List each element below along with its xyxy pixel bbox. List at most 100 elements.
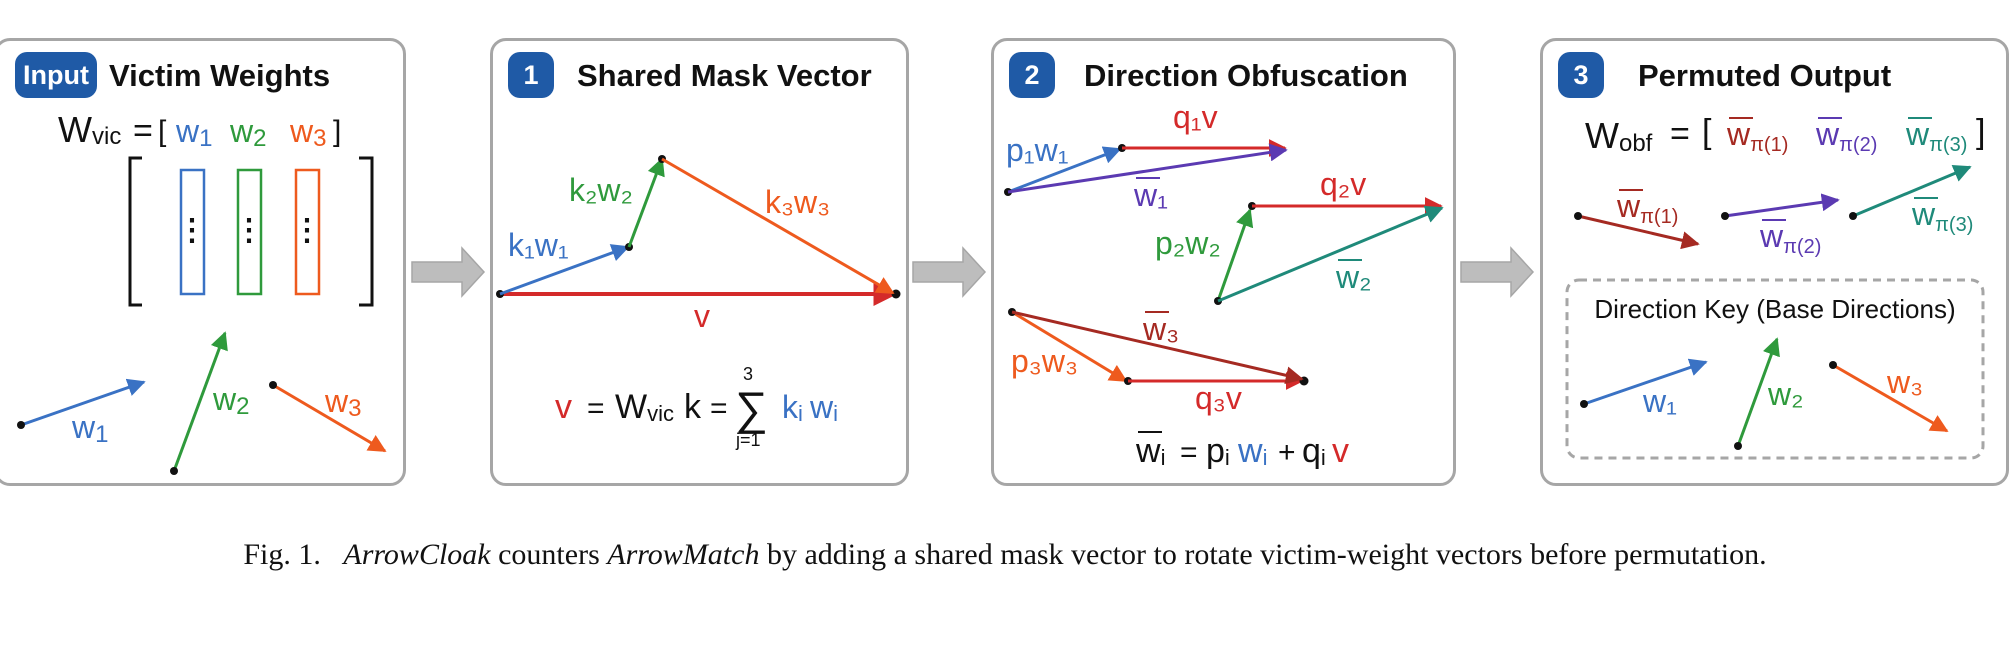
- obf-eq-q: qi: [1302, 432, 1326, 470]
- label-wbar-pi3: wπ(3): [1911, 196, 1973, 236]
- out-eq-equals: =: [1670, 115, 1690, 153]
- panel-title: Victim Weights: [109, 58, 331, 93]
- key-vector-w3: [1832, 363, 1949, 433]
- label-wbar-pi2: wπ(2): [1759, 218, 1821, 258]
- label-q2v: q₂v: [1320, 166, 1366, 202]
- matrix-column-w2: [236, 168, 263, 296]
- mask-eq-ki: ki: [782, 389, 803, 426]
- input-eq-w3: w3: [289, 113, 326, 152]
- mask-eq-v: v: [555, 388, 572, 426]
- obf-eq-lhs: wi: [1135, 432, 1165, 470]
- key-label-w2: w₂: [1767, 376, 1804, 412]
- key-label-w1: w₁: [1642, 383, 1677, 419]
- caption-name-arrowcloak: ArrowCloak: [343, 538, 491, 571]
- direction-key-box: [1565, 278, 1985, 460]
- vector-k2w2: [627, 157, 665, 248]
- arrow-right-icon: [1460, 246, 1535, 298]
- label-wbar2: w₂: [1335, 259, 1372, 295]
- key-label-w3: w₃: [1886, 364, 1923, 400]
- input-eq-lhs: Wvic: [58, 109, 121, 150]
- mask-eq-sum: ∑: [735, 382, 768, 434]
- label-p3w3: p₃w₃: [1011, 343, 1078, 379]
- label-w2: w2: [212, 381, 249, 420]
- matrix-right-bracket: [359, 156, 374, 307]
- vector-wbar1: [1007, 143, 1288, 194]
- direction-key-title: Direction Key (Base Directions): [1594, 294, 1955, 324]
- label-p1w1: p₁w₁: [1006, 132, 1069, 168]
- mask-eq-equals-2: =: [710, 392, 728, 425]
- label-p2w2: p₂w₂: [1155, 225, 1221, 261]
- column-dots: ⋮: [234, 214, 264, 247]
- label-k3w3: k₃w₃: [765, 184, 830, 220]
- vector-wbar-pi3: [1852, 164, 1972, 218]
- obf-eq-w: wi: [1237, 432, 1267, 470]
- input-eq-w1: w1: [175, 113, 212, 152]
- input-eq-close-bracket: ]: [333, 115, 341, 148]
- figure-caption: Fig. 1. ArrowCloak counters ArrowMatch b…: [0, 538, 2010, 572]
- label-k2w2: k₂w₂: [569, 172, 633, 208]
- panel-input: Input Victim Weights: [0, 38, 406, 486]
- mask-eq-k: k: [684, 388, 702, 426]
- out-eq-close-bracket: ]: [1976, 113, 1985, 151]
- panel-title: Direction Obfuscation: [1084, 58, 1408, 93]
- key-vector-w1: [1583, 358, 1708, 406]
- panel-title: Shared Mask Vector: [577, 58, 872, 93]
- panel-output: 3 Permuted Output: [1540, 38, 2009, 486]
- arrow-right-icon: [912, 246, 987, 298]
- mask-eq-wi: wi: [809, 389, 838, 426]
- vector-p3w3: [1011, 310, 1128, 383]
- vector-k3w3: [661, 157, 895, 295]
- obf-eq-p: pi: [1206, 432, 1230, 470]
- panel-badge: 2: [1009, 52, 1055, 98]
- mask-eq-sum-bottom: j=1: [735, 430, 761, 450]
- mask-eq-W: Wvic: [615, 388, 674, 426]
- vector-w3: [272, 383, 387, 453]
- panel-title: Permuted Output: [1638, 58, 1892, 93]
- vector-w1: [20, 378, 146, 427]
- panel-badge: 3: [1558, 52, 1604, 98]
- label-v: v: [694, 298, 710, 334]
- out-eq-w3: wπ(3): [1905, 116, 1967, 156]
- label-wbar-pi1: wπ(1): [1616, 188, 1678, 228]
- vector-w2: [172, 331, 228, 472]
- label-w3: w3: [324, 383, 361, 422]
- label-k1w1: k₁w₁: [508, 227, 569, 263]
- vector-wbar3: [1011, 310, 1304, 385]
- key-vector-w2: [1736, 337, 1780, 447]
- panel-badge: 1: [508, 52, 554, 98]
- vector-wbar-pi1: [1577, 214, 1700, 250]
- vector-p1w1: [1007, 146, 1122, 194]
- column-dots: ⋮: [177, 214, 207, 247]
- out-eq-open-bracket: [: [1702, 113, 1712, 151]
- caption-prefix: Fig. 1.: [243, 538, 321, 571]
- vector-k1w1: [499, 244, 630, 296]
- input-eq-w2: w2: [229, 113, 266, 152]
- column-dots: ⋮: [292, 214, 322, 247]
- label-wbar1: w₁: [1133, 177, 1168, 213]
- obf-eq-plus: +: [1278, 436, 1296, 469]
- matrix-column-w1: [179, 168, 206, 296]
- mask-eq-sum-top: 3: [743, 364, 753, 384]
- vector-wbar-pi2: [1724, 193, 1840, 218]
- mask-eq-equals: =: [587, 392, 605, 425]
- out-eq-w2: wπ(2): [1815, 116, 1877, 156]
- input-eq-equals: =: [133, 112, 153, 150]
- caption-mid: counters: [498, 538, 600, 571]
- obf-eq-v: v: [1332, 432, 1349, 470]
- label-w1: w1: [71, 409, 108, 448]
- label-wbar3: w₃: [1142, 311, 1179, 347]
- out-eq-lhs: Wobf: [1585, 115, 1653, 157]
- matrix-left-bracket: [128, 156, 142, 307]
- out-eq-w1: wπ(1): [1726, 116, 1788, 156]
- label-q1v: q₁v: [1173, 99, 1218, 135]
- obf-eq-equals: =: [1180, 436, 1198, 469]
- label-q3v: q₃v: [1195, 380, 1242, 416]
- input-eq-open-bracket: [: [158, 115, 167, 148]
- panel-obfuscation: 2 Direction Obfuscation: [991, 38, 1456, 486]
- arrow-right-icon: [411, 246, 486, 298]
- matrix-column-w3: [294, 168, 321, 296]
- caption-rest: by adding a shared mask vector to rotate…: [766, 538, 1767, 571]
- caption-name-arrowmatch: ArrowMatch: [607, 538, 760, 571]
- panel-badge: Input: [15, 52, 97, 98]
